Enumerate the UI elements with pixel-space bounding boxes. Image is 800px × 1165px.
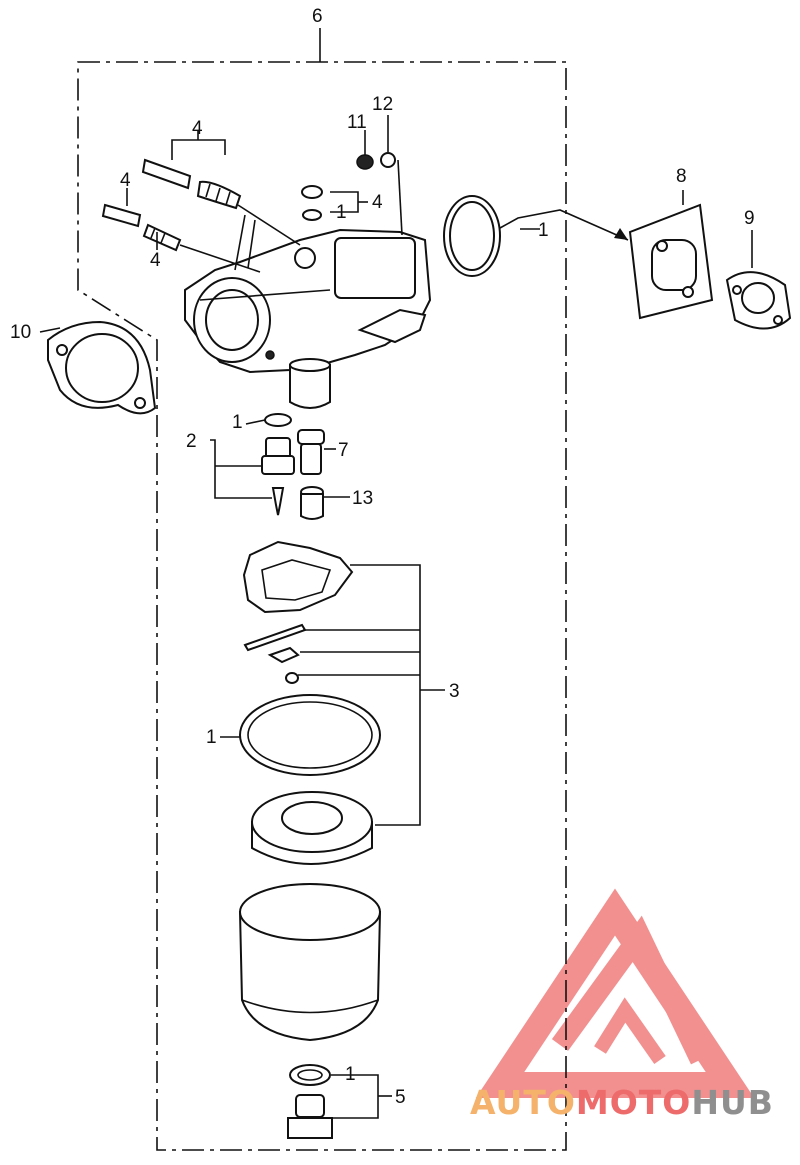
callout-7: 7 <box>338 440 349 461</box>
main-jet <box>261 437 295 475</box>
nut-11 <box>356 154 374 170</box>
callout-9: 9 <box>744 208 755 229</box>
float-bowl <box>238 883 382 1042</box>
callout-1-gasket: 1 <box>206 727 217 748</box>
callout-2: 2 <box>186 431 197 452</box>
gasket-8 <box>628 203 714 320</box>
float-clip <box>267 646 300 664</box>
drain-bolt <box>287 1094 333 1139</box>
callout-4-lower: 4 <box>150 250 161 271</box>
gasket-10 <box>47 320 157 415</box>
callout-1-washer: 1 <box>345 1064 356 1085</box>
callout-1-jet: 1 <box>232 412 243 433</box>
needle-jet <box>271 487 285 516</box>
cap-upper <box>301 185 323 199</box>
gasket-9 <box>725 271 792 330</box>
callout-8: 8 <box>676 166 687 187</box>
washer-jet <box>264 413 292 427</box>
float-bowl-gasket <box>239 694 381 776</box>
callout-4-top: 4 <box>192 118 203 139</box>
assembly-boundary <box>77 61 567 1151</box>
float-ring <box>251 791 373 865</box>
watermark-auto: AUTO <box>470 1083 576 1122</box>
callout-3: 3 <box>449 681 460 702</box>
callout-13: 13 <box>352 488 373 509</box>
callout-12: 12 <box>372 94 393 115</box>
watermark-hub: HUB <box>691 1083 774 1122</box>
callout-1-cap: 1 <box>336 202 347 223</box>
float-3 <box>242 540 354 614</box>
drain-washer <box>289 1064 331 1086</box>
leader-lines <box>39 115 753 1119</box>
watermark-text: AUTOMOTOHUB <box>470 1083 774 1122</box>
callout-11: 11 <box>347 112 367 133</box>
idle-screw-lower <box>101 203 261 273</box>
jet-holder-7 <box>297 429 325 475</box>
callout-10: 10 <box>10 322 31 343</box>
washer-small <box>302 209 322 221</box>
carburetor-body <box>184 214 432 409</box>
watermark-moto: MOTO <box>576 1083 691 1122</box>
float-screw <box>285 672 299 684</box>
washer-12 <box>380 152 396 168</box>
float-pin <box>243 623 307 652</box>
callout-4-cap: 4 <box>372 192 383 213</box>
callout-4-left: 4 <box>120 170 131 191</box>
watermark-logo <box>475 888 755 1098</box>
idle-screw-upper <box>141 158 301 246</box>
callout-5: 5 <box>395 1087 406 1108</box>
callout-1-oring: 1 <box>538 220 549 241</box>
cap-13 <box>300 486 324 520</box>
callout-6: 6 <box>312 6 323 27</box>
